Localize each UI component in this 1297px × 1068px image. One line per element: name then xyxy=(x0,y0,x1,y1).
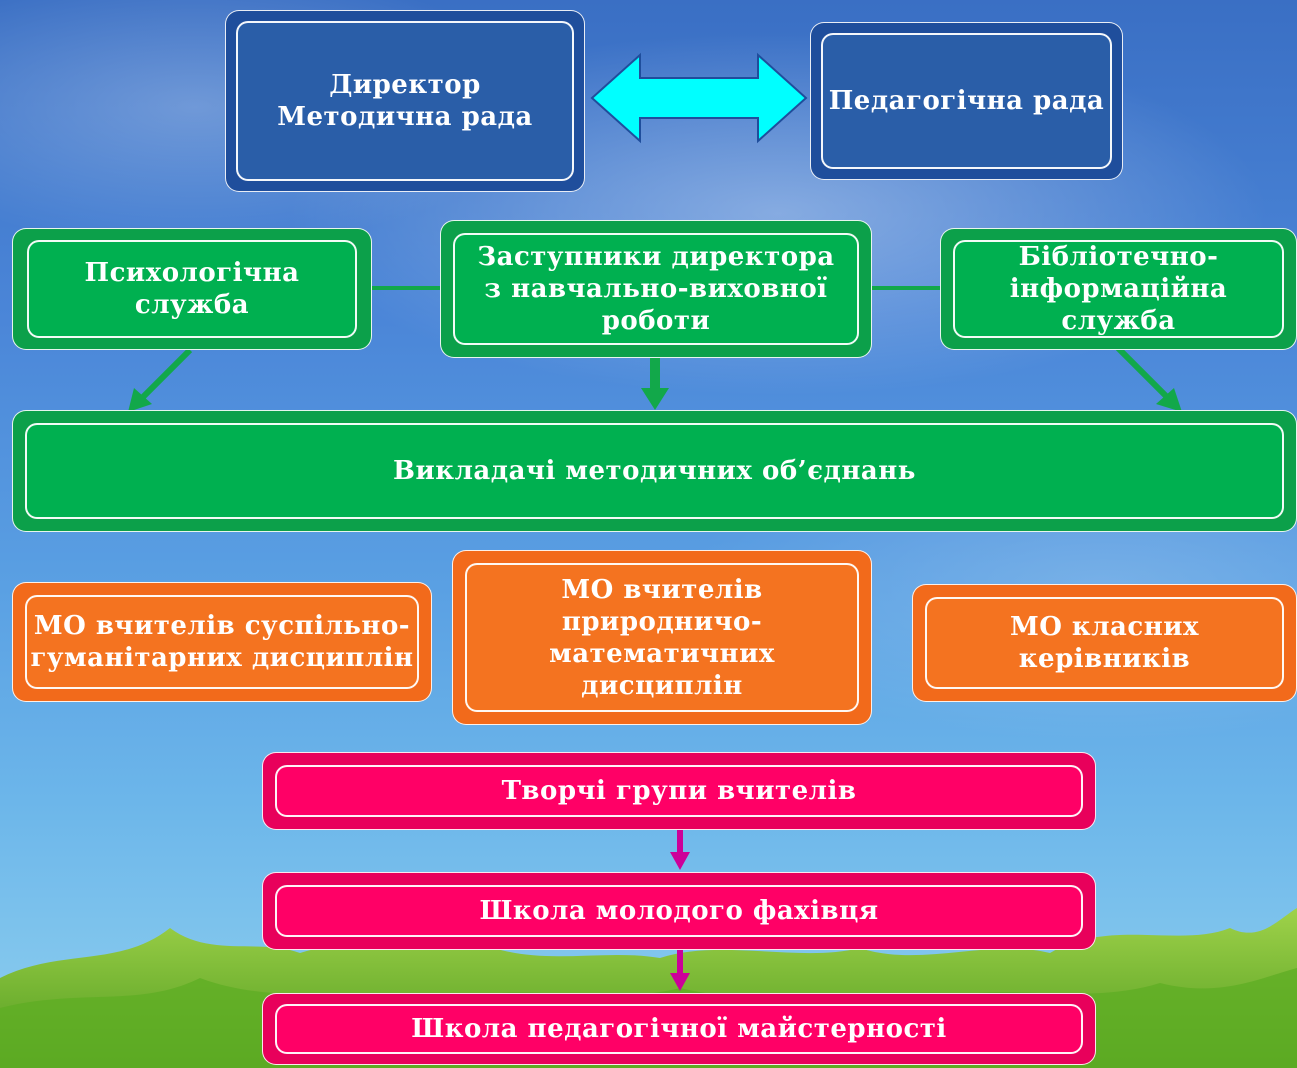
psychological-service-label: Психологічна служба xyxy=(84,258,300,320)
director-label: Директор xyxy=(329,70,481,100)
mo-humanities-box: МО вчителів суспільно- гуманітарних дисц… xyxy=(12,582,432,702)
mo-science-box: МО вчителів природничо- математичних дис… xyxy=(452,550,872,725)
pedagogical-council-box: Педагогічна рада xyxy=(810,22,1123,180)
mo-class-teachers-box: МО класних керівників xyxy=(912,584,1297,702)
creative-groups-label: Творчі групи вчителів xyxy=(501,776,857,806)
creative-groups-box: Творчі групи вчителів xyxy=(262,752,1096,830)
pink-arrow-1 xyxy=(670,830,690,870)
mo-humanities-label: МО вчителів суспільно- гуманітарних дисц… xyxy=(30,611,414,673)
psychological-service-box: Психологічна служба xyxy=(12,228,372,350)
teachers-mo-box: Викладачі методичних об’єднань xyxy=(12,410,1297,532)
director-box: Директор Методична рада xyxy=(225,10,585,192)
library-service-label: Бібліотечно- інформаційна служба xyxy=(1009,242,1228,336)
young-specialist-school-box: Школа молодого фахівця xyxy=(262,872,1096,950)
green-arrow-right xyxy=(1115,345,1182,412)
deputies-box: Заступники директора з навчально-виховно… xyxy=(440,220,872,358)
green-arrow-left xyxy=(128,347,193,412)
library-service-box: Бібліотечно- інформаційна служба xyxy=(940,228,1297,350)
pink-arrow-2 xyxy=(670,950,690,991)
pedagogical-council-label: Педагогічна рада xyxy=(828,86,1105,116)
pedagogical-mastery-school-box: Школа педагогічної майстерності xyxy=(262,993,1096,1065)
mo-science-label: МО вчителів природничо- математичних дис… xyxy=(549,574,775,701)
mo-class-teachers-label: МО класних керівників xyxy=(1009,612,1200,674)
deputies-label: Заступники директора з навчально-виховно… xyxy=(477,242,835,336)
methodical-council-label: Методична рада xyxy=(277,102,533,132)
teachers-mo-label: Викладачі методичних об’єднань xyxy=(393,456,916,486)
green-arrow-center xyxy=(641,358,669,410)
pedagogical-mastery-school-label: Школа педагогічної майстерності xyxy=(411,1014,947,1044)
double-arrow-icon xyxy=(590,52,808,144)
young-specialist-school-label: Школа молодого фахівця xyxy=(479,896,879,926)
